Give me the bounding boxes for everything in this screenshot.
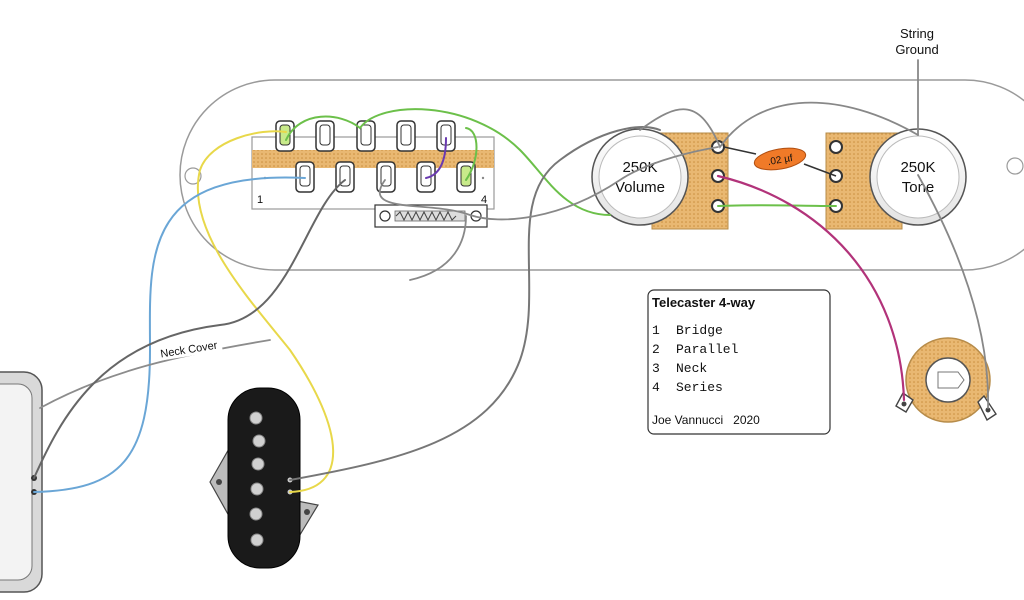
wire-blue [33,176,306,493]
wire-gray-switch-2 [409,215,467,281]
wire-gray-bridge [289,126,661,481]
volume-name-label: Volume [615,179,665,196]
string-ground-label-line2: Ground [895,42,938,57]
wire-magenta [716,174,906,402]
neck-cover-label-group: Neck Cover [155,336,223,362]
tone-capacitor: .02 µf [723,146,837,177]
legend-item-label: Series [676,380,723,395]
bridge-pickup-pole-pieces [249,411,266,547]
legend-credit: Joe Vannucci 2020 [652,413,760,427]
neck-pickup [0,371,43,593]
legend-item-num: 4 [652,380,660,395]
legend-item-label: Bridge [676,323,723,338]
wire-neck-cover [39,339,271,409]
plate-screw-right [1006,157,1024,175]
wire-purple [425,137,447,179]
string-ground-label-line1: String [900,26,934,41]
legend-item-num: 1 [652,323,660,338]
legend-item-num: 3 [652,361,660,376]
tone-pot: 250K Tone [825,128,967,230]
volume-pot: 250K Volume [591,128,729,230]
volume-value-label: 250K [622,159,657,176]
tone-value-label: 250K [900,159,935,176]
output-jack [895,337,997,423]
four-way-switch: 1 4 [251,120,495,228]
legend-item-num: 2 [652,342,660,357]
switch-position-1-label: 1 [257,194,263,206]
wire-green-pot [717,204,837,207]
legend-title: Telecaster 4-way [652,295,756,310]
wires [33,59,989,493]
wire-dark-neck [33,179,346,479]
legend-box: Telecaster 4-way 1 Bridge 2 Parallel 3 N… [647,289,831,435]
tone-name-label: Tone [902,179,935,196]
wire-yellow [197,130,335,493]
wire-green-top [285,108,611,216]
bridge-pickup [209,387,319,569]
wire-jack-ground [917,174,989,409]
plate-screw-left [184,167,202,185]
switch-position-4-label: 4 [481,194,487,206]
wire-gray-switch [378,146,719,221]
wire-ground-bus [639,101,919,149]
tone-lugs [829,140,843,213]
switch-lugs-top [275,120,456,152]
legend-item-label: Parallel [676,342,739,357]
legend-item-label: Neck [676,361,707,376]
capacitor-label: .02 µf [767,153,794,168]
wire-green-low [465,127,478,181]
